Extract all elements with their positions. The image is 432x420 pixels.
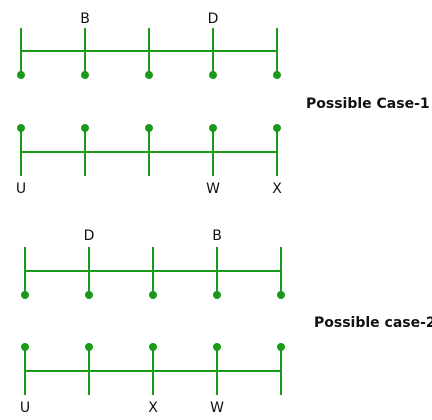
- seat-label: B: [80, 11, 90, 27]
- seat-dot: [17, 71, 25, 79]
- seat-label: U: [20, 400, 30, 416]
- seat-label: W: [210, 400, 224, 416]
- case1-title: Possible Case-1: [306, 96, 430, 112]
- seat-label: X: [272, 181, 282, 197]
- seat-dot: [149, 291, 157, 299]
- seat-dot: [273, 71, 281, 79]
- seat-label: X: [148, 400, 158, 416]
- seat-dot: [21, 291, 29, 299]
- seat-dot: [213, 291, 221, 299]
- seat-dot: [145, 124, 153, 132]
- seat-dot: [145, 71, 153, 79]
- seat-dot: [81, 71, 89, 79]
- case2-bottom-row: U X W: [20, 343, 285, 416]
- case2-title: Possible case-2: [314, 315, 432, 331]
- seat-dot: [273, 124, 281, 132]
- seat-dot: [213, 343, 221, 351]
- seat-dot: [85, 343, 93, 351]
- seat-dot: [149, 343, 157, 351]
- seat-dot: [21, 343, 29, 351]
- seat-dot: [209, 71, 217, 79]
- seat-dot: [277, 291, 285, 299]
- seat-dot: [209, 124, 217, 132]
- seat-label: W: [206, 181, 220, 197]
- seat-dot: [17, 124, 25, 132]
- case1-top-row: B D: [17, 11, 281, 79]
- seat-label: U: [16, 181, 26, 197]
- seat-label: B: [212, 228, 222, 244]
- case1-bottom-row: U W X: [16, 124, 282, 197]
- case2-top-row: D B: [21, 228, 285, 299]
- seat-dot: [81, 124, 89, 132]
- seat-dot: [277, 343, 285, 351]
- seat-label: D: [208, 11, 219, 27]
- seat-dot: [85, 291, 93, 299]
- seat-label: D: [84, 228, 95, 244]
